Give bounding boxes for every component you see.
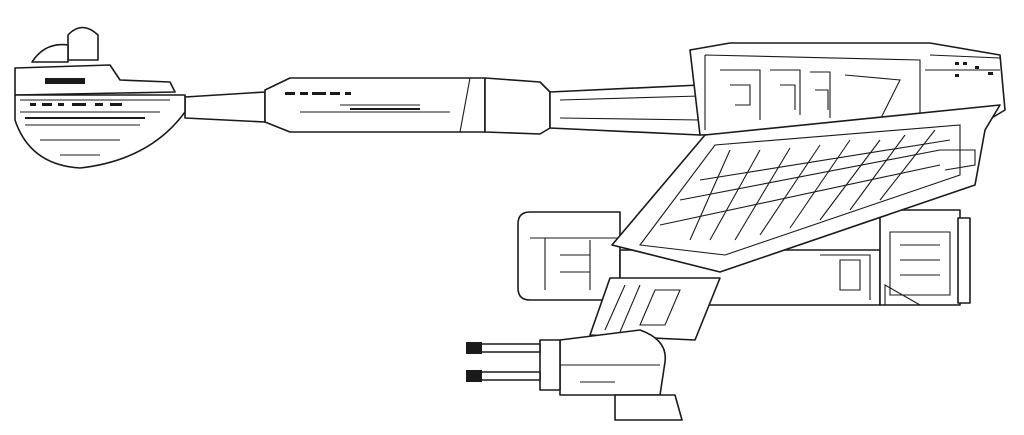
lower-pod (559, 329, 683, 421)
lower-wing-strut (589, 277, 721, 341)
neck-boom (184, 77, 701, 136)
cannons (466, 339, 561, 391)
main-wing (611, 104, 1001, 273)
command-pod (14, 26, 186, 169)
